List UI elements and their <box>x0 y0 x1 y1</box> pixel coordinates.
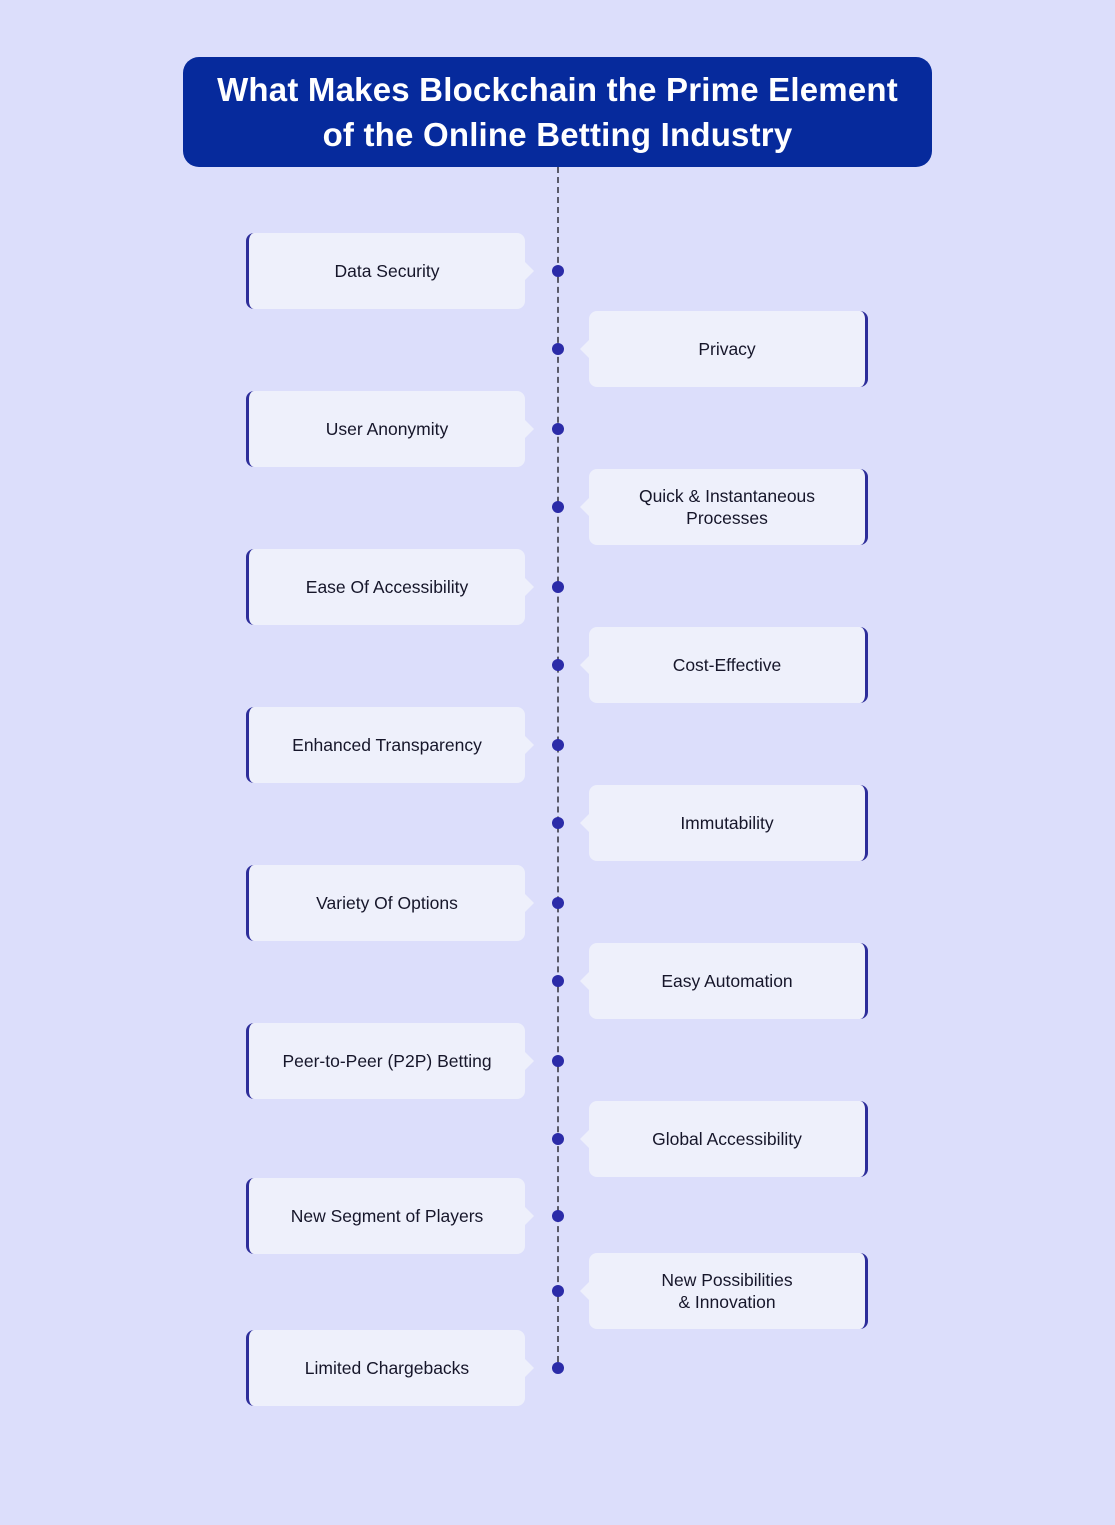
timeline-dot <box>552 1055 564 1067</box>
timeline-dot <box>552 1285 564 1297</box>
card-label: Easy Automation <box>661 971 793 991</box>
timeline-dot <box>552 817 564 829</box>
timeline-dot <box>552 1210 564 1222</box>
card-label: Enhanced Transparency <box>292 735 482 755</box>
timeline-card-privacy: Privacy <box>580 311 868 387</box>
timeline-card-enhanced-transparency: Enhanced Transparency <box>246 707 534 783</box>
card-label: Peer-to-Peer (P2P) Betting <box>282 1051 492 1071</box>
timeline-dot <box>552 581 564 593</box>
card-label: Limited Chargebacks <box>304 1358 470 1378</box>
card-label: Data Security <box>334 261 440 281</box>
timeline-card-peer-to-peer-p2p-betting: Peer-to-Peer (P2P) Betting <box>246 1023 534 1099</box>
timeline-card-immutability: Immutability <box>580 785 868 861</box>
timeline-card-easy-automation: Easy Automation <box>580 943 868 1019</box>
timeline-dot <box>552 343 564 355</box>
timeline-dot <box>552 265 564 277</box>
timeline-dot <box>552 659 564 671</box>
timeline-dot <box>552 897 564 909</box>
card-label: Privacy <box>698 339 756 359</box>
timeline-card-global-accessibility: Global Accessibility <box>580 1101 868 1177</box>
timeline-card-cost-effective: Cost-Effective <box>580 627 868 703</box>
timeline-dot <box>552 501 564 513</box>
timeline-card-data-security: Data Security <box>246 233 534 309</box>
timeline-card-new-segment-of-players: New Segment of Players <box>246 1178 534 1254</box>
card-label: New Segment of Players <box>290 1206 484 1226</box>
card-label: Global Accessibility <box>652 1129 802 1149</box>
card-label: Cost-Effective <box>672 655 782 675</box>
timeline-card-ease-of-accessibility: Ease Of Accessibility <box>246 549 534 625</box>
timeline-card-limited-chargebacks: Limited Chargebacks <box>246 1330 534 1406</box>
timeline-dot <box>552 739 564 751</box>
card-label: Ease Of Accessibility <box>305 577 469 597</box>
card-label: Variety Of Options <box>316 893 458 913</box>
card-label: Immutability <box>680 813 774 833</box>
card-label: User Anonymity <box>325 419 449 439</box>
diagram-title: What Makes Blockchain the Prime Element … <box>217 71 898 153</box>
timeline-card-variety-of-options: Variety Of Options <box>246 865 534 941</box>
timeline-card-new-possibilities-innovation: New Possibilities & Innovation <box>580 1253 868 1329</box>
timeline-card-quick-instantaneous-processes: Quick & Instantaneous Processes <box>580 469 868 545</box>
timeline-dot <box>552 1362 564 1374</box>
card-label: New Possibilities & Innovation <box>661 1270 793 1312</box>
timeline-dot <box>552 1133 564 1145</box>
timeline-dot <box>552 975 564 987</box>
timeline-dashed-line <box>557 167 559 1372</box>
title-banner: What Makes Blockchain the Prime Element … <box>183 57 932 167</box>
card-label: Quick & Instantaneous Processes <box>638 486 816 528</box>
timeline-dot <box>552 423 564 435</box>
timeline-card-user-anonymity: User Anonymity <box>246 391 534 467</box>
